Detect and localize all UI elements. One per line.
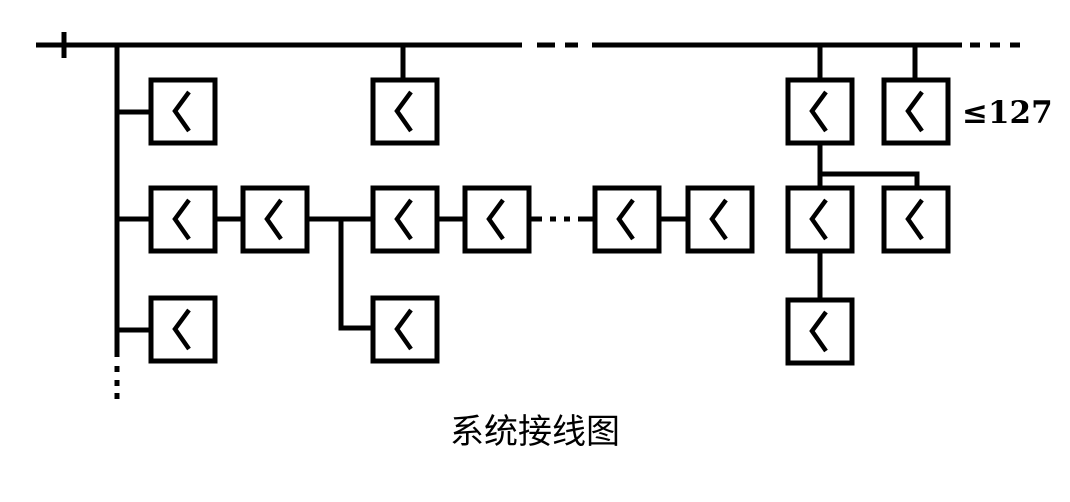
count-label: ≤127 bbox=[962, 95, 1053, 131]
zigzag-icon bbox=[394, 308, 413, 351]
repeater-node-n10 bbox=[370, 77, 440, 146]
node-box bbox=[881, 77, 951, 146]
repeater-node-n12 bbox=[881, 77, 951, 146]
diagram-caption: 系统接线图 bbox=[450, 412, 620, 452]
repeater-node-n2 bbox=[148, 185, 218, 254]
node-box bbox=[785, 77, 855, 146]
zigzag-icon bbox=[809, 90, 828, 133]
zigzag-icon bbox=[486, 198, 505, 241]
zigzag-icon bbox=[264, 198, 283, 241]
repeater-node-n8 bbox=[685, 185, 755, 254]
zigzag-icon bbox=[172, 308, 191, 351]
node-box bbox=[685, 185, 755, 254]
node-box bbox=[148, 77, 218, 146]
repeater-node-n15 bbox=[785, 297, 855, 366]
repeater-node-n6 bbox=[462, 185, 532, 254]
node-box bbox=[370, 77, 440, 146]
node-box bbox=[240, 185, 310, 254]
repeater-node-n11 bbox=[785, 77, 855, 146]
zigzag-icon bbox=[809, 310, 828, 353]
node-box bbox=[462, 185, 532, 254]
repeater-node-n13 bbox=[785, 185, 855, 254]
repeater-node-n7 bbox=[592, 185, 662, 254]
zigzag-icon bbox=[809, 198, 828, 241]
repeater-node-n1 bbox=[148, 77, 218, 146]
chain-drop-line bbox=[338, 219, 373, 331]
zigzag-icon bbox=[394, 90, 413, 133]
repeater-node-n3 bbox=[148, 295, 218, 364]
repeater-node-n5 bbox=[370, 185, 440, 254]
zigzag-icon bbox=[394, 198, 413, 241]
node-box bbox=[592, 185, 662, 254]
cluster-branch bbox=[820, 171, 920, 188]
node-box bbox=[785, 185, 855, 254]
node-box bbox=[370, 185, 440, 254]
zigzag-icon bbox=[172, 90, 191, 133]
zigzag-icon bbox=[905, 90, 924, 133]
node-box bbox=[881, 185, 951, 254]
node-box bbox=[148, 295, 218, 364]
node-box bbox=[785, 297, 855, 366]
repeater-node-n4 bbox=[240, 185, 310, 254]
repeater-node-n9 bbox=[370, 295, 440, 364]
zigzag-icon bbox=[172, 198, 191, 241]
zigzag-icon bbox=[709, 198, 728, 241]
node-box bbox=[148, 185, 218, 254]
zigzag-icon bbox=[905, 198, 924, 241]
node-box bbox=[370, 295, 440, 364]
repeater-node-n14 bbox=[881, 185, 951, 254]
zigzag-icon bbox=[616, 198, 635, 241]
